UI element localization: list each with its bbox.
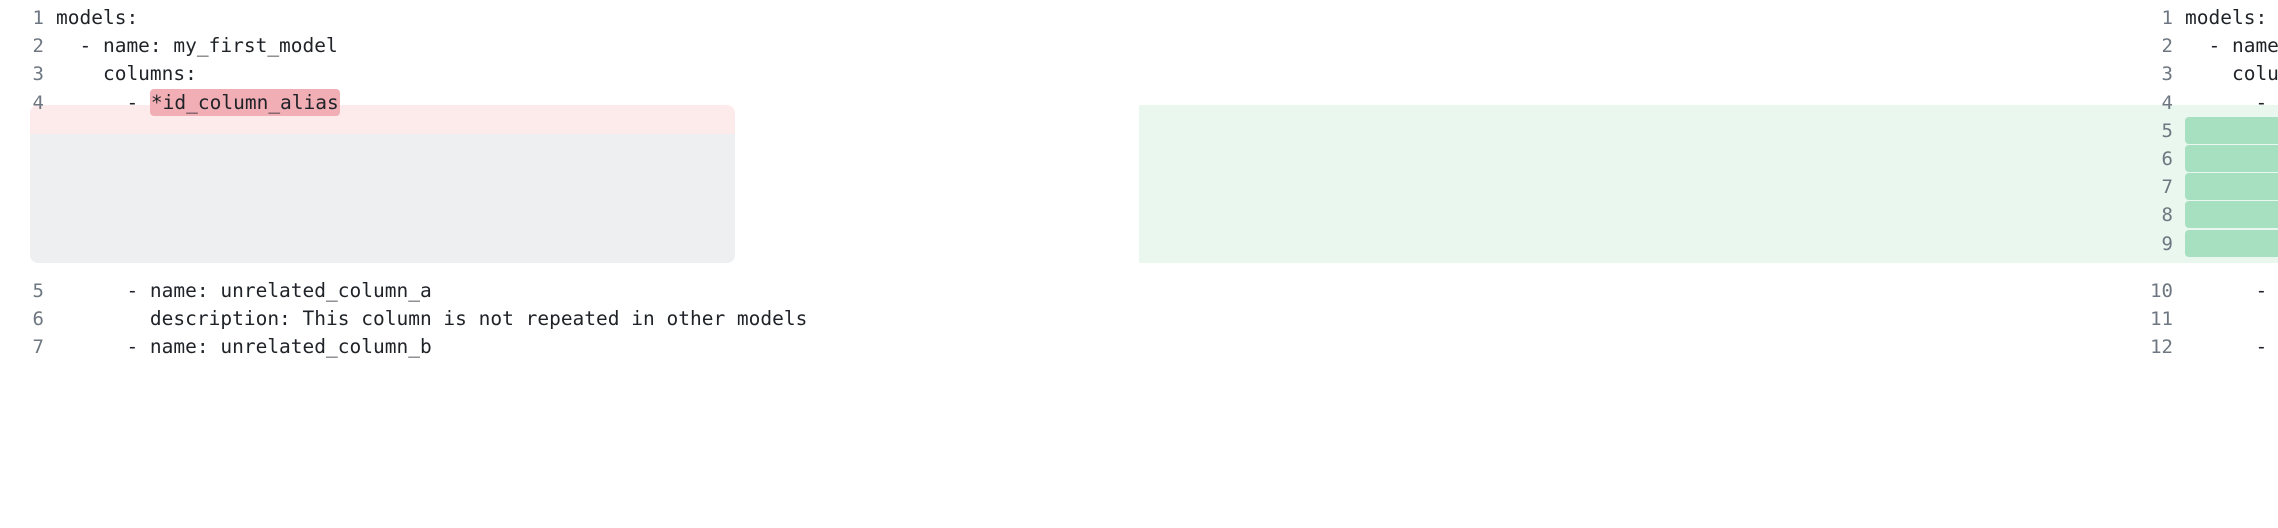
filler-line [0, 230, 1139, 258]
code-line-added[interactable]: 4 - name: id [1139, 89, 2278, 117]
code-segment: - [56, 90, 150, 114]
code-segment: - name: my_first_model [2208, 34, 2278, 58]
code-line[interactable]: 2 - name: my_first_model [0, 32, 1139, 60]
right-lines-layer: 1 models: 2 - name: my_first_model 3 col… [1139, 0, 2278, 361]
code-line-added[interactable]: 6 data_type: int [1139, 144, 2278, 173]
line-content: - name: unrelated_column_a [44, 277, 1139, 305]
line-number: 4 [2161, 91, 2173, 114]
added-word-highlight-indent [2185, 116, 2278, 144]
line-content: - unique [2173, 229, 2278, 258]
added-lines-background [1139, 105, 2278, 263]
line-content [44, 230, 1139, 258]
code-segment: columns: [2231, 62, 2278, 86]
line-content: data_tests: [2173, 173, 2278, 201]
line-content: description: This is a unique identifier… [2173, 116, 2278, 145]
added-word-highlight-indent [2185, 229, 2278, 257]
added-word-highlight-indent [2185, 173, 2278, 201]
code-segment: - name: unrelated_column_b [2255, 335, 2268, 359]
filler-line [0, 145, 1139, 173]
filler-line [0, 201, 1139, 229]
line-number: 6 [2161, 147, 2173, 170]
line-content: description: This column is not repeated… [44, 305, 1139, 333]
line-content: - name: id [2173, 89, 2278, 117]
line-content: - name: unrelated_column_b [2173, 333, 2278, 361]
code-segment: - name: unrelated_column_b [56, 335, 432, 359]
filler-line [0, 117, 1139, 145]
added-word-highlight-indent [2185, 201, 2278, 229]
diff-pane-after: 1 models: 2 - name: my_first_model 3 col… [1139, 0, 2278, 528]
line-content: - *id_column_alias [44, 88, 1139, 117]
code-line[interactable]: 7 - name: unrelated_column_b [0, 333, 1139, 361]
code-line[interactable]: 11 description: This column is not repea… [1139, 305, 2278, 333]
line-number: 4 [32, 91, 44, 114]
line-content: - name: my_first_model [2173, 32, 2278, 60]
line-number: 5 [2161, 119, 2173, 142]
line-number: 1 [32, 7, 44, 29]
line-content: - name: my_first_model [44, 32, 1139, 60]
line-number: 7 [32, 336, 44, 359]
code-segment: - [2185, 90, 2278, 114]
code-segment: models: [2185, 6, 2268, 29]
line-number: 7 [2161, 176, 2173, 199]
line-number: 11 [2150, 307, 2173, 330]
gap-line [0, 258, 1139, 277]
line-content [44, 145, 1139, 173]
line-content: - not_null [2173, 201, 2278, 229]
code-line[interactable]: 5 - name: unrelated_column_a [0, 277, 1139, 305]
code-line[interactable]: 2 - name: my_first_model [1139, 32, 2278, 60]
code-segment: description: This column is not repeated… [2185, 307, 2278, 330]
code-segment: models: [56, 6, 139, 29]
line-content [44, 201, 1139, 229]
line-number: 6 [32, 307, 44, 330]
code-line[interactable]: 1 models: [1139, 4, 2278, 32]
line-number: 8 [2161, 204, 2173, 227]
line-content [44, 173, 1139, 201]
line-number: 3 [2161, 63, 2173, 86]
code-line[interactable]: 3 columns: [0, 60, 1139, 88]
code-line[interactable]: 12 - name: unrelated_column_b [1139, 333, 2278, 361]
line-number: 1 [2161, 7, 2173, 29]
line-content: columns: [44, 60, 1139, 88]
empty-filler-background [30, 134, 735, 263]
code-line[interactable]: 3 columns: [1139, 60, 2278, 88]
code-segment: description: This column is not repeated… [56, 306, 808, 330]
code-line-added[interactable]: 7 data_tests: [1139, 173, 2278, 201]
filler-line [0, 173, 1139, 201]
line-number: 5 [32, 279, 44, 302]
line-number: 10 [2150, 279, 2173, 302]
added-word-highlight-indent [2185, 144, 2278, 172]
line-content [44, 117, 1139, 145]
line-number: 2 [2161, 35, 2173, 58]
deleted-line-background [30, 105, 735, 134]
line-number: 12 [2150, 336, 2173, 359]
code-segment: columns: [56, 62, 197, 86]
line-content: description: This column is not repeated… [2173, 305, 2278, 333]
line-number: 3 [32, 63, 44, 86]
code-line-added[interactable]: 9 - unique [1139, 229, 2278, 258]
code-line-added[interactable]: 8 - not_null [1139, 201, 2278, 229]
code-segment: - name: my_first_model [56, 34, 338, 58]
code-line-added[interactable]: 5 description: This is a unique identifi… [1139, 116, 2278, 145]
code-line[interactable]: 10 - name: unrelated_column_a [1139, 277, 2278, 305]
line-content: models: [2173, 4, 2278, 32]
line-content: data_type: int [2173, 144, 2278, 173]
gap-line [1139, 258, 2278, 277]
line-number: 9 [2161, 232, 2173, 255]
line-number: 2 [32, 35, 44, 58]
left-lines-layer: 1 models: 2 - name: my_first_model 3 col… [0, 0, 1139, 361]
line-content: - name: unrelated_column_a [2173, 277, 2278, 305]
code-segment: - name: unrelated_column_a [2255, 278, 2268, 302]
code-line[interactable]: 6 description: This column is not repeat… [0, 305, 1139, 333]
deleted-word-highlight: *id_column_alias [149, 88, 340, 116]
line-content: models: [44, 4, 1139, 32]
code-line[interactable]: 1 models: [0, 4, 1139, 32]
diff-pane-before: 1 models: 2 - name: my_first_model 3 col… [0, 0, 1139, 361]
code-segment: - name: unrelated_column_a [56, 278, 432, 302]
line-content: - name: unrelated_column_b [44, 333, 1139, 361]
code-line-deleted[interactable]: 4 - *id_column_alias [0, 88, 1139, 117]
line-content: columns: [2173, 60, 2278, 88]
